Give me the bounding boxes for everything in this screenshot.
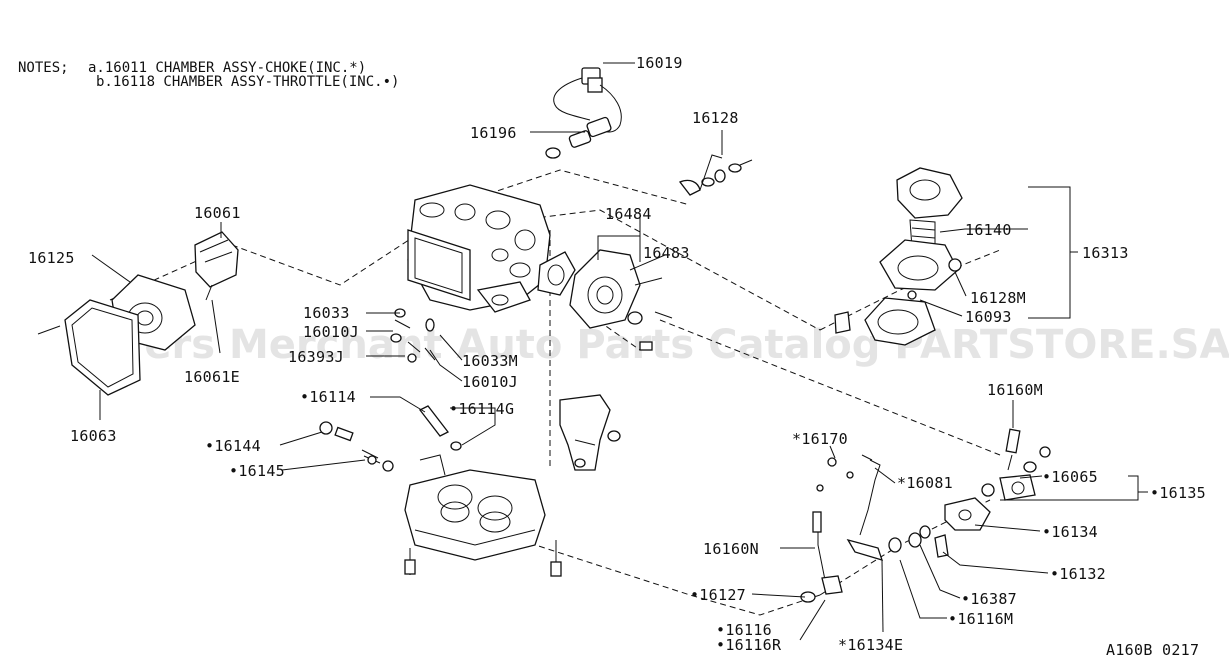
label-16033M[interactable]: 16033M xyxy=(462,352,518,370)
label-16144[interactable]: •16144 xyxy=(205,437,261,455)
jets-16114[interactable] xyxy=(419,405,462,451)
cover-16063[interactable] xyxy=(37,299,141,396)
choke-chamber-16484[interactable] xyxy=(537,249,673,351)
part-16128-linkage[interactable] xyxy=(678,154,753,196)
label-16125[interactable]: 16125 xyxy=(28,249,75,267)
label-16484[interactable]: 16484 xyxy=(605,205,652,223)
part-labels: 16019 16196 16128 16061 16125 16484 1648… xyxy=(28,54,1206,659)
notes-line-b: b.16118 CHAMBER ASSY-THROTTLE(INC.•) xyxy=(96,74,399,90)
label-16033[interactable]: 16033 xyxy=(303,304,350,322)
notes-line-a: a.16011 CHAMBER ASSY-CHOKE(INC.*) xyxy=(88,60,366,76)
label-16116[interactable]: •16116 xyxy=(716,621,772,639)
screws-16033[interactable] xyxy=(390,308,436,363)
jet-16144[interactable] xyxy=(319,421,354,442)
label-16093[interactable]: 16093 xyxy=(965,308,1012,326)
notes-prefix: NOTES; xyxy=(18,60,69,76)
watermark-text: Offers Merchant Auto Parts Catalog PARTS… xyxy=(78,322,1229,368)
lever-16134[interactable] xyxy=(944,483,995,531)
label-16065[interactable]: •16065 xyxy=(1042,468,1098,486)
mounting-bracket[interactable] xyxy=(559,394,621,471)
label-16128M[interactable]: 16128M xyxy=(970,289,1026,307)
diaphragm-assembly-16313[interactable] xyxy=(834,167,963,346)
diagram-code: A160B 0217 xyxy=(1106,641,1199,659)
label-16134E[interactable]: *16134E xyxy=(838,636,903,654)
label-16128[interactable]: 16128 xyxy=(692,109,739,127)
carburetor-upper-body[interactable] xyxy=(407,184,551,313)
linkage-16081[interactable] xyxy=(816,454,881,536)
washers-16387[interactable] xyxy=(888,525,949,558)
label-16140[interactable]: 16140 xyxy=(965,221,1012,239)
label-16116R[interactable]: •16116R xyxy=(716,636,782,654)
label-16393J[interactable]: 16393J xyxy=(288,348,344,366)
label-16170[interactable]: *16170 xyxy=(792,430,848,448)
label-16196[interactable]: 16196 xyxy=(470,124,517,142)
label-16081[interactable]: *16081 xyxy=(897,474,953,492)
label-16132[interactable]: •16132 xyxy=(1050,565,1106,583)
label-16019[interactable]: 16019 xyxy=(636,54,683,72)
label-16313[interactable]: 16313 xyxy=(1082,244,1129,262)
label-16127[interactable]: •16127 xyxy=(690,586,746,604)
linkage-16065[interactable] xyxy=(999,446,1051,501)
label-16135[interactable]: •16135 xyxy=(1150,484,1206,502)
label-16160M[interactable]: 16160M xyxy=(987,381,1043,399)
jet-16145[interactable] xyxy=(361,449,394,472)
label-16114G[interactable]: •16114G xyxy=(449,400,514,418)
label-16063[interactable]: 16063 xyxy=(70,427,117,445)
linkage-16160N[interactable] xyxy=(800,511,843,603)
label-16061[interactable]: 16061 xyxy=(194,204,241,222)
shaft-16134E[interactable] xyxy=(846,538,884,561)
label-16134[interactable]: •16134 xyxy=(1042,523,1098,541)
vacuum-unit-16061[interactable] xyxy=(194,231,239,301)
label-16116M[interactable]: •16116M xyxy=(948,610,1013,628)
leader-lines xyxy=(91,62,1148,641)
label-16061E[interactable]: 16061E xyxy=(184,368,240,386)
choke-switch-assembly[interactable] xyxy=(545,67,622,159)
label-16483[interactable]: 16483 xyxy=(643,244,690,262)
label-16010J-a[interactable]: 16010J xyxy=(303,323,359,341)
label-16387[interactable]: •16387 xyxy=(961,590,1017,608)
label-16010J-b[interactable]: 16010J xyxy=(462,373,518,391)
label-16145[interactable]: •16145 xyxy=(229,462,285,480)
linkage-16160M[interactable] xyxy=(1005,428,1021,471)
label-16114[interactable]: •16114 xyxy=(300,388,356,406)
throttle-body[interactable] xyxy=(404,454,562,577)
label-16160N[interactable]: 16160N xyxy=(703,540,759,558)
